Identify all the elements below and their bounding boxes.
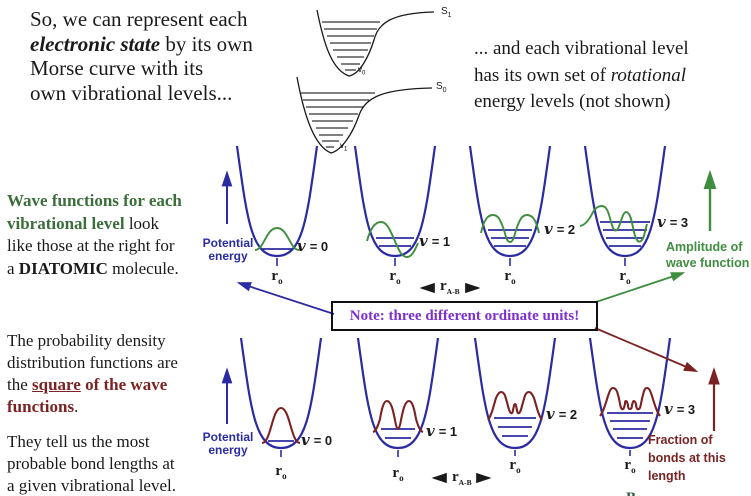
intro-line4: own vibrational levels... — [30, 80, 233, 105]
intro-line1: So, we can represent each — [30, 7, 248, 31]
r0-label: ro — [504, 268, 516, 286]
v2-label-mid: v= 2 — [544, 220, 576, 238]
note-arrow-maroon — [594, 327, 699, 372]
probability-text: The probability density distribution fun… — [7, 331, 178, 495]
wells-wavefunction-row — [235, 145, 667, 266]
r0-label: ro — [389, 268, 401, 286]
wells-probability-row — [239, 337, 672, 457]
potential-energy-label-bottom: Potential energy — [202, 430, 254, 457]
intro-line3: Morse curve with its — [30, 56, 204, 80]
amplitude-label: Amplitude of wave function — [666, 240, 750, 270]
r0-label: ro — [271, 268, 283, 286]
intro-text: So, we can represent each electronic sta… — [30, 7, 253, 105]
wavefunction-curves — [254, 205, 648, 258]
rab-label-bottom: rA-B — [452, 469, 472, 487]
v1-label-mid: v= 1 — [419, 232, 451, 250]
r0-label: ro — [275, 463, 287, 481]
footer-partial-text: B — [626, 490, 636, 496]
potential-energy-label-mid: Potential energy — [202, 236, 254, 263]
morse-curve-s1 — [316, 9, 435, 77]
note-arrow-blue — [236, 282, 335, 315]
rab-label-mid: rA-B — [440, 278, 460, 296]
v3-label-mid: v= 3 — [657, 213, 689, 231]
note-arrow-green — [595, 272, 686, 303]
wavefunction-text: Wave functions for each vibrational leve… — [7, 191, 182, 278]
morse-curve-s0 — [296, 76, 433, 154]
v0-label-mid: v= 0 — [297, 237, 329, 255]
rotational-note-text: ... and each vibrational level has its o… — [474, 38, 689, 112]
s1-label: S1 — [441, 6, 452, 19]
r0-label: ro — [509, 457, 521, 475]
v1-label-bottom: v= 1 — [426, 422, 458, 440]
v0-label-bottom: v= 0 — [301, 431, 333, 449]
probability-curves — [261, 386, 661, 445]
r0-label: ro — [392, 465, 404, 483]
fraction-label: Fraction of bonds at this length — [648, 433, 726, 483]
v0-level-label: v0 — [358, 65, 366, 77]
r0-label: ro — [624, 457, 636, 475]
intro-line2: electronic state by its own — [30, 31, 253, 56]
s0-label: S0 — [436, 81, 447, 94]
v1-level-label: v1 — [340, 141, 348, 153]
r0-label: ro — [619, 268, 631, 286]
v3-label-bottom: v= 3 — [664, 400, 696, 418]
note-box: Note: three different ordinate units! — [331, 301, 598, 331]
v2-label-bottom: v= 2 — [546, 405, 578, 423]
